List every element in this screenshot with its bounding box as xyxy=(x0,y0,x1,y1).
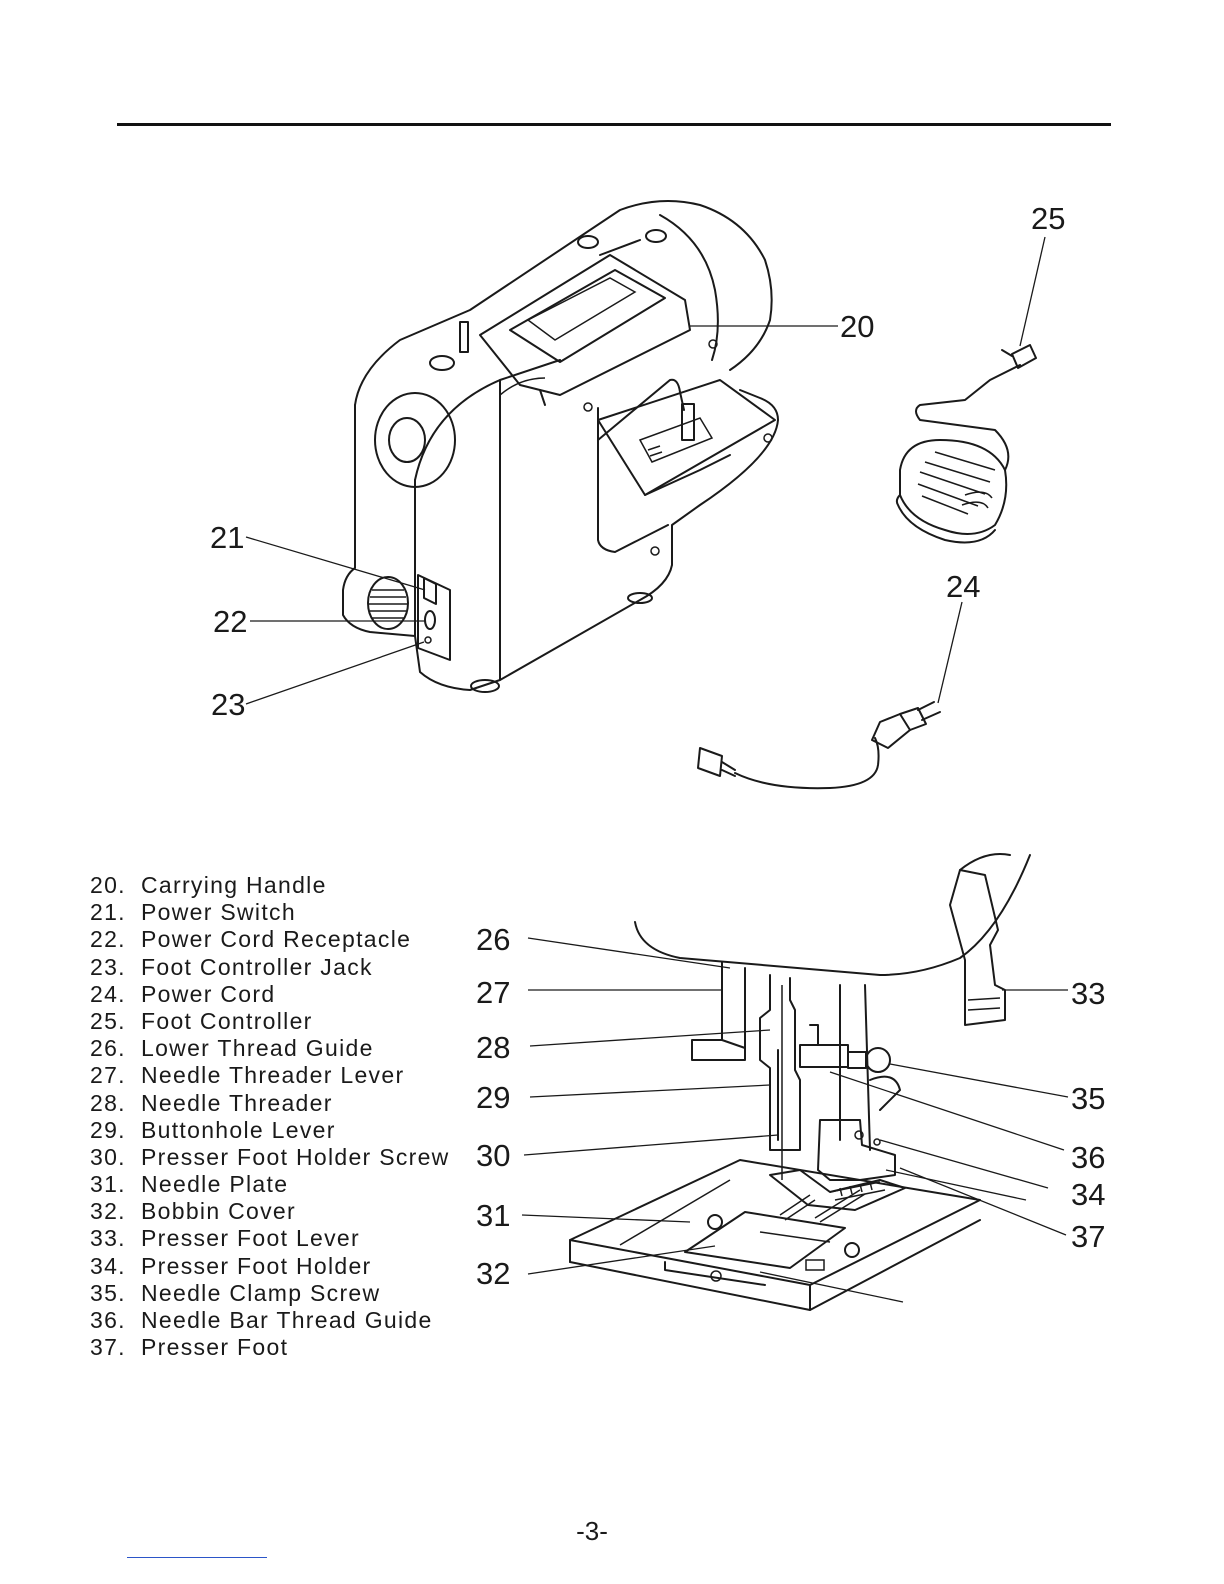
foot-controller-drawing xyxy=(895,344,1037,544)
needle-area-drawing xyxy=(569,853,1031,1311)
callout-22: 22 xyxy=(213,604,247,639)
list-item: 20.Carrying Handle xyxy=(90,872,327,898)
list-item: 26.Lower Thread Guide xyxy=(90,1035,374,1062)
header-rule xyxy=(117,123,1111,126)
footer-link-underline[interactable] xyxy=(127,1557,267,1558)
list-item: 28.Needle Threader xyxy=(90,1089,333,1116)
list-item: 34.Presser Foot Holder xyxy=(90,1252,372,1279)
list-item: 22.Power Cord Receptacle xyxy=(90,926,412,953)
list-item: 25.Foot Controller xyxy=(90,1007,313,1034)
list-item: 24.Power Cord xyxy=(90,980,276,1007)
callout-25: 25 xyxy=(1031,201,1065,236)
list-item: 35.Needle Clamp Screw xyxy=(90,1279,381,1306)
callout-30: 30 xyxy=(476,1138,510,1173)
callout-36: 36 xyxy=(1071,1140,1105,1175)
list-item: 29.Buttonhole Lever xyxy=(90,1116,336,1143)
callout-32: 32 xyxy=(476,1256,510,1291)
list-item: 33.Presser Foot Lever xyxy=(90,1225,360,1252)
callout-28: 28 xyxy=(476,1030,510,1065)
list-item: 23.Foot Controller Jack xyxy=(90,953,373,980)
page-number: -3- xyxy=(576,1516,608,1546)
list-item: 30.Presser Foot Holder Screw xyxy=(90,1143,450,1170)
callout-20: 20 xyxy=(840,309,874,344)
list-item: 27.Needle Threader Lever xyxy=(90,1062,405,1089)
lower-leader-lines xyxy=(521,937,1069,1303)
callout-37: 37 xyxy=(1071,1219,1105,1254)
sewing-machine-drawing xyxy=(342,200,779,693)
power-cord-drawing xyxy=(697,701,941,790)
callout-35: 35 xyxy=(1071,1081,1105,1116)
callout-33: 33 xyxy=(1071,976,1105,1011)
parts-list: 20.Carrying Handle 21.Power Switch 22.Po… xyxy=(90,872,450,1361)
list-item: 37.Presser Foot xyxy=(90,1334,289,1361)
list-item: 31.Needle Plate xyxy=(90,1171,289,1198)
callout-24: 24 xyxy=(946,569,980,604)
callout-21: 21 xyxy=(210,520,244,555)
upper-leader-lines xyxy=(245,236,1046,705)
callout-31: 31 xyxy=(476,1198,510,1233)
list-item: 32.Bobbin Cover xyxy=(90,1198,296,1225)
callout-29: 29 xyxy=(476,1080,510,1115)
list-item: 36.Needle Bar Thread Guide xyxy=(90,1307,433,1333)
callout-34: 34 xyxy=(1071,1177,1105,1212)
callout-26: 26 xyxy=(476,922,510,957)
list-item: 21.Power Switch xyxy=(90,899,296,926)
callout-23: 23 xyxy=(211,687,245,722)
callout-27: 27 xyxy=(476,975,510,1010)
